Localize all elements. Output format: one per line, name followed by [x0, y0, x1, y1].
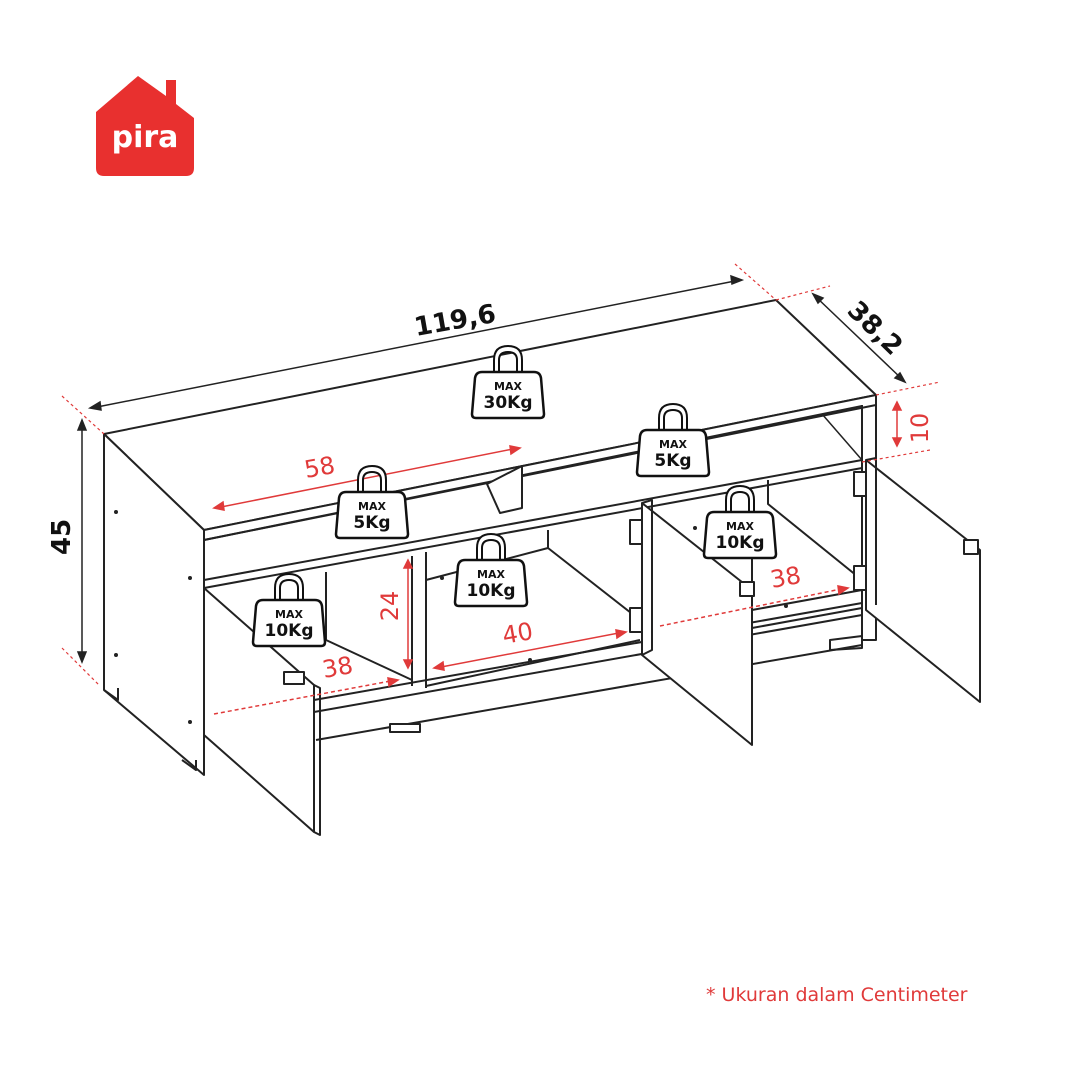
right-width-label: 38	[768, 561, 803, 594]
svg-text:MAX: MAX	[358, 500, 386, 513]
tv-cabinet-drawing	[103, 299, 981, 836]
height-label: 45	[47, 519, 77, 555]
center-width-label: 40	[500, 617, 535, 650]
center-door	[641, 502, 753, 746]
right-door	[865, 459, 981, 703]
extension-lines	[61, 263, 941, 687]
svg-text:MAX: MAX	[726, 520, 754, 533]
weight-icon-top: MAX 30Kg	[470, 344, 546, 420]
svg-text:5Kg: 5Kg	[654, 451, 691, 471]
pira-logo: pira	[96, 76, 194, 176]
svg-text:MAX: MAX	[275, 608, 303, 621]
left-width-label: 38	[320, 651, 355, 684]
outer-dimensions	[76, 274, 907, 665]
svg-text:10Kg: 10Kg	[265, 621, 314, 641]
svg-text:10Kg: 10Kg	[716, 533, 765, 553]
depth-label: 38,2	[841, 295, 908, 361]
weight-icon-right-shelf: MAX 5Kg	[635, 402, 711, 478]
interior-dimension-arrows	[212, 400, 903, 715]
svg-text:MAX: MAX	[659, 438, 687, 451]
compartment-height-label: 24	[376, 591, 404, 622]
shelf-width-label: 58	[302, 451, 337, 484]
svg-text:30Kg: 30Kg	[484, 393, 533, 413]
svg-text:10Kg: 10Kg	[467, 581, 516, 601]
weight-icon-left-cabinet: MAX 10Kg	[251, 572, 327, 648]
svg-text:5Kg: 5Kg	[353, 513, 390, 533]
logo-text: pira	[112, 120, 179, 155]
weight-icon-center-cabinet: MAX 10Kg	[453, 532, 529, 608]
svg-text:MAX: MAX	[477, 568, 505, 581]
unit-footnote: * Ukuran dalam Centimeter	[706, 984, 968, 1006]
weight-icon-left-shelf: MAX 5Kg	[334, 464, 410, 540]
svg-text:MAX: MAX	[494, 380, 522, 393]
weight-icon-right-cabinet: MAX 10Kg	[702, 484, 778, 560]
top-gap-label: 10	[906, 413, 934, 444]
